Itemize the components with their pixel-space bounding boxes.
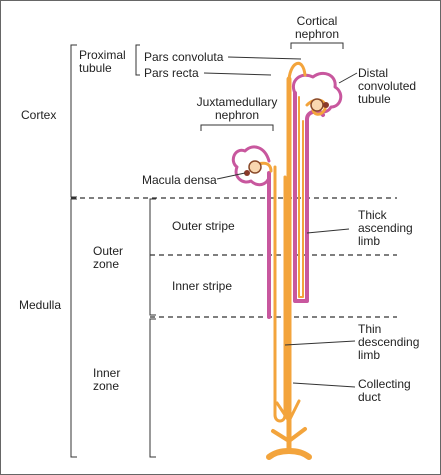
medulla-label: Medulla <box>19 298 62 312</box>
thick-ascending-limb-label: Thick ascending limb <box>358 208 413 248</box>
cortical-macula-densa <box>323 102 329 108</box>
cortex-bracket <box>70 44 77 198</box>
proximal-tubule-label: Proximal tubule <box>79 48 126 75</box>
collecting-duct-upper-branches <box>275 399 301 423</box>
macula-densa-label: Macula densa <box>142 173 217 187</box>
inner-stripe-label: Inner stripe <box>172 279 233 293</box>
collecting-duct-papilla <box>266 448 312 460</box>
thin-descending-leader <box>284 340 356 346</box>
cortical-loop-lumen <box>298 96 304 298</box>
outer-zone-bracket <box>149 198 156 316</box>
juxtamedullary-nephron <box>231 145 287 423</box>
thin-descending-limb-label: Thin descending limb <box>358 322 420 362</box>
distal-tubule-leader <box>338 72 358 84</box>
thick-ascending-leader <box>306 228 350 234</box>
collecting-duct-label: Collecting duct <box>358 377 411 404</box>
cortical-glomerulus <box>310 98 324 112</box>
juxta-macula-densa <box>244 170 250 176</box>
pars-recta-leader <box>203 72 272 76</box>
outer-zone-label: Outer zone <box>93 244 124 271</box>
proximal-tubule-bracket <box>135 44 140 76</box>
inner-zone-bracket <box>149 318 156 458</box>
cortical-nephron-bracket <box>290 42 344 49</box>
inner-zone-label: Inner zone <box>93 366 121 393</box>
juxtamedullary-nephron-label: Juxtamedullary nephron <box>196 95 278 122</box>
collecting-duct-leader <box>292 382 356 388</box>
pars-convoluta-label: Pars convoluta <box>144 50 224 64</box>
cortex-label: Cortex <box>21 108 57 122</box>
macula-densa-leader <box>216 172 246 180</box>
cortical-distal-convolution <box>292 71 343 114</box>
cortical-nephron-label: Cortical nephron <box>294 14 340 41</box>
outer-stripe-label: Outer stripe <box>172 219 235 233</box>
juxta-thin-loop <box>273 165 287 423</box>
collecting-duct-arch <box>287 62 307 81</box>
cortical-nephron <box>292 71 343 303</box>
pars-convoluta-leader <box>227 56 302 60</box>
collecting-duct-lower-branches <box>271 427 307 443</box>
juxtamedullary-nephron-bracket <box>200 124 274 131</box>
medulla-bracket <box>70 198 77 458</box>
collecting-duct <box>266 62 312 460</box>
distal-convoluted-tubule-label: Distal convoluted tubule <box>358 66 417 106</box>
pars-recta-label: Pars recta <box>144 66 199 80</box>
juxta-distal-convolution <box>231 145 271 187</box>
juxta-glomerulus <box>248 160 262 174</box>
